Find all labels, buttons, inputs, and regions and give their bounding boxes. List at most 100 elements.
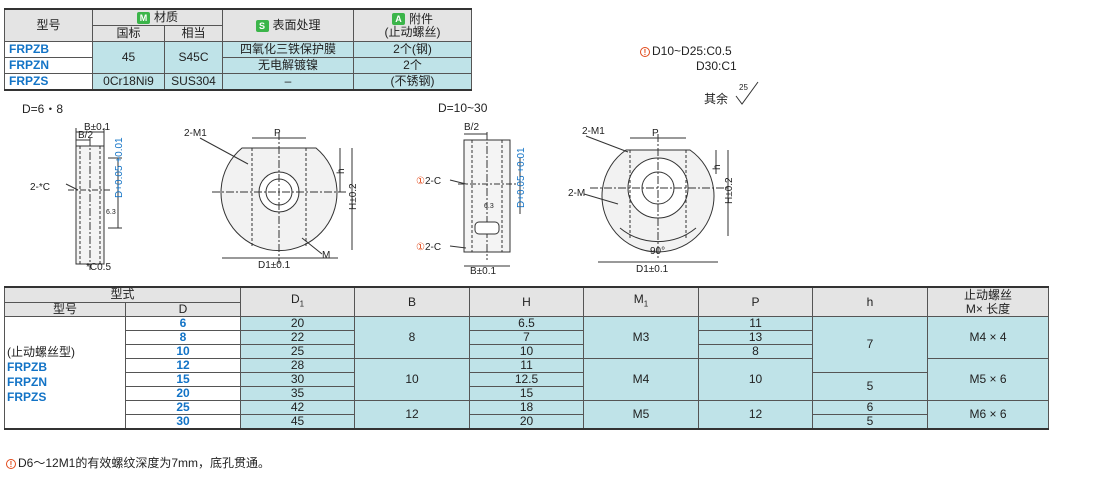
cell-d1: 35 [240,386,356,401]
cell-d1: 45 [240,414,356,430]
cell-m1: M4 [583,358,700,401]
accessory: 2个 [353,57,473,74]
footnote-text: D6～12M1的有效螺纹深度为7mm，底孔贯通。 [18,456,271,470]
header-standard: 国标 [92,25,165,42]
model-name: FRPZN [7,375,47,389]
roughness-mark: 6.3 [106,209,116,216]
note-warning-icon: ! [640,46,650,57]
header-d1-sub: 1 [299,299,305,309]
dim-b-half: B/2 [464,122,479,133]
drawing-small-title: D=6・8 [22,102,64,116]
header-screw: 止动螺丝 M× 长度 [927,286,1050,317]
cell-d: 8 [124,330,242,345]
roughness-symbol-icon: 25 [735,81,759,105]
dim-b-tolerance: B±0.1 [470,266,496,277]
dim-d1: D1±0.1 [636,264,669,275]
drawing-small-front-view: 2-M1 P h H±0.2 D1±0.1 M [184,128,359,271]
material-equivalent: SUS304 [163,73,224,91]
dim-d-tolerance: D+0.05 +0.01 [114,137,125,198]
cell-hh: 7 [812,316,929,373]
cell-d1: 25 [240,344,356,359]
table-row: 25 42 12 18 M5 12 6 M6 × 6 [5,400,1050,430]
material-standard: 0Cr18Ni9 [92,73,165,91]
header-accessory-sub: (止动螺丝) [384,24,441,39]
chamfer-note-1: !D10~D25:C0.5 [640,44,732,58]
dim-angle: 90° [650,246,665,257]
cell-d: 15 [124,372,242,387]
material-tag-icon: M [137,11,150,24]
header-screw-sub: M× 长度 [965,302,1011,316]
cell-m1: M3 [583,316,700,359]
cell-d: 30 [124,414,242,430]
drawing-large-title: D=10~30 [438,101,488,115]
accessory: (不锈钢) [353,73,473,91]
header-hh: h [812,286,929,317]
cell-p: 10 [698,358,814,401]
header-material-label: 材质 [154,10,179,24]
cell-hh: 5 [812,414,929,430]
drawing-small-side-view: B±0.1 B/2 2-*C D+0.05 +0.01 6.3 *C0.5 [30,122,125,273]
cell-d: 6 [124,316,242,331]
cell-h: 20 [469,414,585,430]
cell-d1: 42 [240,400,356,415]
cell-b: 10 [354,358,471,401]
cell-d: 25 [124,400,242,415]
roughness-value: 25 [739,83,748,92]
header-surface-label: 表面处理 [272,18,321,32]
drawing-large-front-view: 2-M1 P h H±0.2 2-M 90° D1±0.1 [568,126,735,275]
table-row: 10 25 10 8 [5,344,1049,359]
table-row: 12 28 10 11 M4 10 M5 × 6 [5,358,1050,401]
header-h: H [469,286,585,317]
dim-m1: 2-M1 [582,126,605,137]
model-name: FRPZN [4,57,93,74]
cell-h: 7 [469,330,585,345]
dim-chamfer-top: ①2-C [416,176,441,187]
accessory-tag-icon: A [392,13,405,26]
spec-table: 型式 D1 B H M1 P h 止动螺丝 M× 长度 型号 D (止动螺丝型)… [3,286,1050,430]
cell-b: 8 [354,316,471,359]
surface-treatment: 四氧化三铁保护膜 [222,41,355,58]
header-material: M 材质 [91,8,224,26]
drawing-large-side-view: B/2 ①2-C ①2-C D+0.05 +0.01 6.3 B±0.1 [416,122,527,277]
material-row: FRPZB 45 S45C 四氧化三铁保护膜 2个(钢) [4,41,473,74]
header-d1: D1 [240,286,356,317]
cell-b: 12 [354,400,471,430]
cell-d1: 28 [240,358,356,373]
model-name: FRPZS [7,390,47,404]
cell-screw: M4 × 4 [927,316,1050,359]
dim-c05: *C0.5 [86,262,111,273]
cell-d1: 20 [240,316,356,331]
dim-chamfer-bottom: ①2-C [416,242,441,253]
cell-h: 6.5 [469,316,585,331]
cell-h: 18 [469,400,585,415]
surface-treatment: – [222,73,355,91]
cell-d1: 22 [240,330,356,345]
material-standard: 45 [92,41,165,74]
cell-hh: 6 [812,400,929,415]
dim-m: M [322,250,330,261]
header-m1-sub: 1 [643,299,649,309]
cell-h: 11 [469,358,585,373]
header-screw-label: 止动螺丝 [964,288,1013,302]
roughness-mark: 6.3 [484,203,494,210]
header-d1-label: D [290,292,300,307]
table-row: 8 22 7 13 [5,330,1049,345]
cell-d: 10 [124,344,242,359]
surface-treatment: 无电解镀镍 [222,57,355,74]
type-label: (止动螺丝型) [7,345,75,359]
material-subheader-row: 国标 相当 [5,25,472,42]
header-accessory-label: 附件 [409,11,434,26]
material-equivalent: S45C [163,41,224,74]
dim-h-tolerance: H±0.2 [348,183,359,210]
header-d: D [124,301,242,317]
table-row: (止动螺丝型) FRPZB FRPZN FRPZS 6 20 8 6.5 M3 … [4,316,1050,430]
header-model: 型号 [4,301,126,317]
material-row: FRPZS 0Cr18Ni9 SUS304 – (不锈钢) [4,73,473,91]
header-model: 型号 [4,8,93,42]
dim-h: h [336,168,347,174]
type-models-cell: (止动螺丝型) FRPZB FRPZN FRPZS [4,316,126,430]
dim-b-tolerance: B±0.1 [84,122,110,133]
